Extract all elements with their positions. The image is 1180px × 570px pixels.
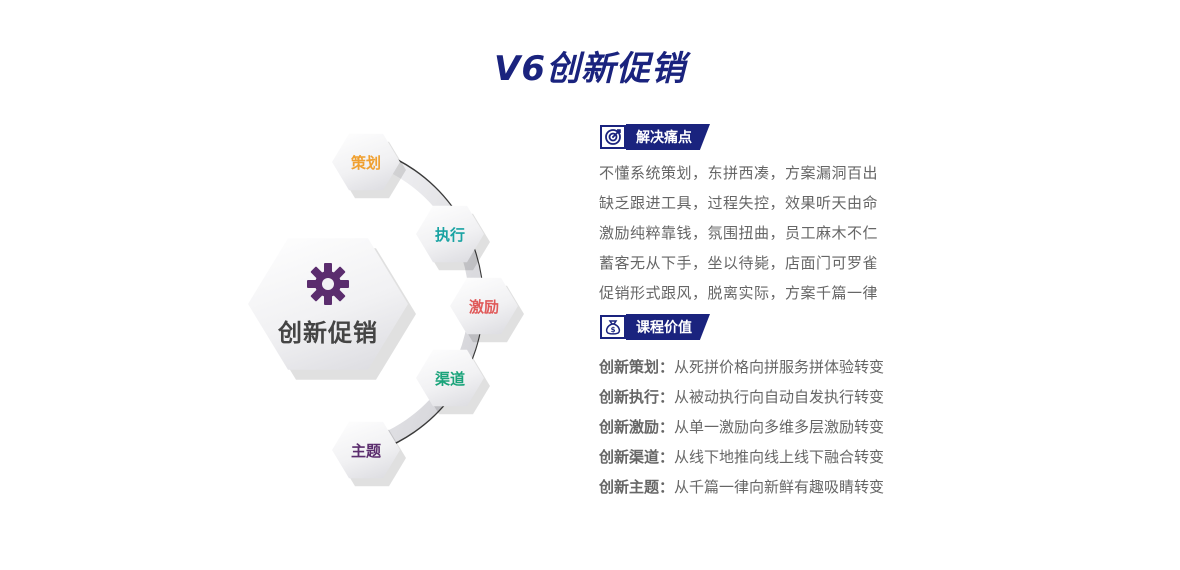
node-label: 激励 bbox=[468, 297, 499, 316]
node-label: 执行 bbox=[434, 225, 465, 244]
value-text: 从被动执行向自动自发执行转变 bbox=[674, 388, 885, 406]
value-section-tag: $ 课程价值 bbox=[600, 314, 710, 340]
list-item: 蓄客无从下手，坐以待毙，店面门可罗雀 bbox=[599, 254, 879, 272]
list-item: 创新执行：从被动执行向自动自发执行转变 bbox=[599, 382, 884, 412]
pain-section-tag: 解决痛点 bbox=[600, 124, 710, 150]
value-key: 创新策划： bbox=[599, 358, 675, 376]
tag-icon-box: $ bbox=[600, 315, 626, 339]
value-tag-label: 课程价值 bbox=[626, 314, 710, 340]
list-item: 创新策划：从死拼价格向拼服务拼体验转变 bbox=[599, 352, 884, 382]
node-hex: 策划 bbox=[332, 133, 400, 191]
value-key: 创新执行： bbox=[599, 388, 675, 406]
money-bag-icon: $ bbox=[605, 320, 621, 335]
value-text: 从单一激励向多维多层激励转变 bbox=[674, 418, 885, 436]
promotion-diagram: 创新促销 策划 执行 激励 渠道 主题 bbox=[0, 0, 560, 570]
node-hex: 激励 bbox=[450, 277, 518, 335]
svg-text:$: $ bbox=[611, 326, 616, 334]
node-label: 策划 bbox=[350, 153, 381, 172]
node-hex: 主题 bbox=[332, 421, 400, 479]
list-item: 创新渠道：从线下地推向线上线下融合转变 bbox=[599, 442, 884, 472]
list-item: 缺乏跟进工具，过程失控，效果听天由命 bbox=[599, 194, 879, 212]
node-label: 渠道 bbox=[434, 369, 465, 388]
page-title: V6创新促销 bbox=[494, 49, 686, 89]
value-list: 创新策划：从死拼价格向拼服务拼体验转变 创新执行：从被动执行向自动自发执行转变 … bbox=[599, 352, 884, 502]
pain-list: 不懂系统策划，东拼西凑，方案漏洞百出 缺乏跟进工具，过程失控，效果听天由命 激励… bbox=[599, 158, 878, 308]
value-key: 创新主题： bbox=[599, 478, 675, 496]
value-key: 创新激励： bbox=[599, 418, 675, 436]
value-text: 从线下地推向线上线下融合转变 bbox=[674, 448, 885, 466]
node-hex: 渠道 bbox=[416, 349, 484, 407]
tag-icon-box bbox=[600, 125, 626, 149]
list-item: 创新激励：从单一激励向多维多层激励转变 bbox=[599, 412, 884, 442]
value-key: 创新渠道： bbox=[599, 448, 675, 466]
pain-tag-label: 解决痛点 bbox=[626, 124, 710, 150]
gear-icon bbox=[307, 262, 349, 305]
list-item: 不懂系统策划，东拼西凑，方案漏洞百出 bbox=[599, 164, 879, 182]
list-item: 创新主题：从千篇一律向新鲜有趣吸睛转变 bbox=[599, 472, 884, 502]
center-label: 创新促销 bbox=[278, 318, 378, 347]
value-text: 从死拼价格向拼服务拼体验转变 bbox=[674, 358, 885, 376]
value-text: 从千篇一律向新鲜有趣吸睛转变 bbox=[674, 478, 885, 496]
node-label: 主题 bbox=[350, 441, 381, 460]
target-icon bbox=[605, 129, 621, 145]
node-hex: 执行 bbox=[416, 205, 484, 263]
list-item: 激励纯粹靠钱，氛围扭曲，员工麻木不仁 bbox=[599, 224, 879, 242]
list-item: 促销形式跟风，脱离实际，方案千篇一律 bbox=[599, 284, 879, 302]
